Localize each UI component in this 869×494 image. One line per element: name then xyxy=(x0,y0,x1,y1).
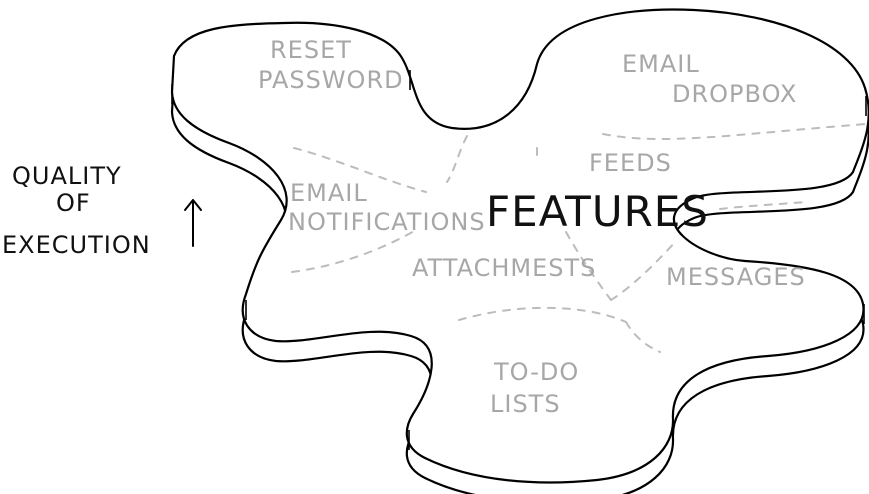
email-dropbox-line1: EMAIL xyxy=(622,50,700,78)
divider-reset-left xyxy=(293,147,427,193)
todo-lists-line1: TO-DO xyxy=(493,358,579,386)
divider-messages-left xyxy=(610,240,677,301)
attachments-label: ATTACHMESTS xyxy=(412,254,596,282)
reset-password-line2: PASSWORD xyxy=(258,66,404,94)
reset-password-line1: RESET xyxy=(270,36,352,64)
messages-label: MESSAGES xyxy=(666,263,806,291)
axis-label-of: OF xyxy=(56,189,91,217)
feeds-label: FEEDS xyxy=(589,149,672,177)
divider-lists-right xyxy=(625,321,661,353)
blob-top-face xyxy=(170,8,869,484)
divider-notifications-bottom xyxy=(291,229,417,273)
axis-label-execution: EXECUTION xyxy=(2,231,151,259)
features-title: FEATURES xyxy=(486,187,709,236)
email-notifications-line1: EMAIL xyxy=(290,179,368,207)
email-dropbox-line2: DROPBOX xyxy=(672,80,797,108)
divider-right-middle xyxy=(719,201,807,210)
email-notifications-line2: NOTIFICATIONS xyxy=(288,208,486,236)
todo-lists-line2: LISTS xyxy=(490,390,561,418)
divider-lists-top xyxy=(458,306,627,323)
divider-reset-bottom xyxy=(446,135,468,183)
up-arrow-icon xyxy=(184,199,202,247)
axis-label-quality: QUALITY xyxy=(12,162,122,190)
divider-dropbox xyxy=(602,123,867,141)
